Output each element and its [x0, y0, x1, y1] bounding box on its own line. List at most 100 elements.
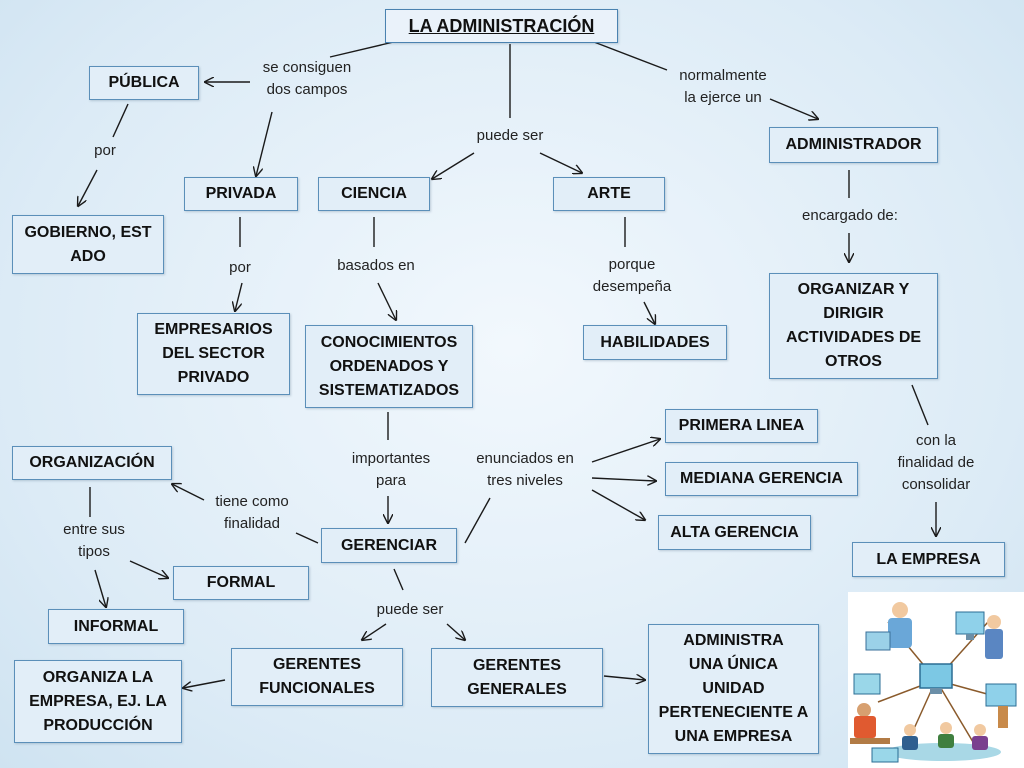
box-conocimientos: CONOCIMIENTOS ORDENADOS Y SISTEMATIZADOS — [305, 325, 473, 408]
box-organizar: ORGANIZAR Y DIRIGIR ACTIVIDADES DE OTROS — [769, 273, 938, 379]
office-clipart-icon — [850, 602, 1017, 763]
box-organiza-line: PRODUCCIÓN — [43, 716, 153, 734]
label-basados-en: basados en — [326, 255, 426, 277]
box-organizacion-text: ORGANIZACIÓN — [29, 454, 155, 471]
box-ciencia-text: CIENCIA — [341, 185, 407, 202]
label-line: se consiguen — [262, 59, 352, 76]
box-conocimientos-line: ORDENADOS Y — [329, 357, 449, 375]
box-gerentes-generales: GERENTES GENERALES — [431, 648, 603, 707]
box-administra-unidad: ADMINISTRA UNA ÚNICA UNIDAD PERTENECIENT… — [648, 624, 819, 754]
box-arte-text: ARTE — [587, 185, 631, 202]
label-line: basados en — [337, 257, 415, 274]
box-organiza-line: ORGANIZA LA — [42, 668, 154, 686]
label-tiene-como: tiene como finalidad — [200, 491, 304, 535]
label-por-left: por — [85, 140, 125, 162]
connector-line — [235, 282, 243, 311]
label-entre-sus: entre sus tipos — [42, 519, 146, 563]
connector-line — [393, 568, 404, 591]
label-line: finalidad de — [897, 454, 975, 471]
label-porque: porque desempeña — [577, 254, 687, 298]
connector-line — [591, 478, 656, 481]
box-empresarios-line: DEL SECTOR — [162, 345, 265, 362]
label-line: con la — [915, 432, 957, 449]
box-organizar-line: OTROS — [825, 353, 882, 370]
label-con-la-finalidad: con la finalidad de consolidar — [880, 430, 992, 496]
connector-line — [172, 484, 205, 501]
box-mediana-gerencia-text: MEDIANA GERENCIA — [680, 470, 843, 487]
box-administra-line: UNIDAD — [702, 680, 765, 697]
box-organizar-line: ACTIVIDADES DE — [785, 329, 922, 346]
label-line: desempeña — [592, 278, 672, 295]
box-la-empresa: LA EMPRESA — [852, 542, 1005, 577]
connector-line — [256, 111, 273, 176]
connector-line — [183, 679, 226, 688]
box-alta-gerencia: ALTA GERENCIA — [658, 515, 811, 550]
label-line: por — [229, 259, 251, 276]
box-informal: INFORMAL — [48, 609, 184, 644]
connector-line — [362, 623, 387, 640]
label-line: finalidad — [224, 515, 280, 532]
connector-line — [603, 676, 645, 680]
title-text: LA ADMINISTRACIÓN — [408, 16, 595, 36]
box-organizar-line: DIRIGIR — [823, 305, 884, 322]
box-gerentes-funcionales-line: FUNCIONALES — [259, 680, 375, 697]
label-line: importantes — [351, 450, 431, 467]
box-empresarios: EMPRESARIOS DEL SECTOR PRIVADO — [137, 313, 290, 395]
connector-line — [911, 384, 929, 426]
label-line: para — [375, 472, 407, 489]
box-gerenciar: GERENCIAR — [321, 528, 457, 563]
label-line: puede ser — [376, 601, 444, 618]
connector-line — [377, 282, 396, 320]
box-alta-gerencia-text: ALTA GERENCIA — [670, 523, 799, 541]
box-gobierno-line: ADO — [70, 247, 106, 265]
connector-line — [432, 152, 475, 179]
connector-line — [464, 497, 491, 544]
label-puede-ser-top: puede ser — [460, 125, 560, 147]
box-conocimientos-line: CONOCIMIENTOS — [320, 333, 458, 351]
connector-line — [446, 623, 465, 640]
box-administra-line: UNA ÚNICA — [688, 656, 779, 673]
box-organiza-la-empresa: ORGANIZA LA EMPRESA, EJ. LA PRODUCCIÓN — [14, 660, 182, 743]
box-administra-line: PERTENECIENTE A — [658, 704, 809, 721]
office-illustration — [848, 592, 1024, 768]
box-habilidades: HABILIDADES — [583, 325, 727, 360]
label-line: encargado de: — [802, 207, 898, 224]
connector-line — [78, 169, 98, 206]
box-primera-linea: PRIMERA LINEA — [665, 409, 818, 443]
box-organizacion: ORGANIZACIÓN — [12, 446, 172, 480]
box-empresarios-line: EMPRESARIOS — [154, 321, 273, 338]
box-habilidades-text: HABILIDADES — [600, 333, 710, 351]
label-line: porque — [608, 256, 656, 273]
label-puede-ser-bottom: puede ser — [362, 599, 458, 621]
box-formal-text: FORMAL — [206, 574, 276, 591]
connector-line — [591, 489, 645, 520]
box-gerentes-funcionales-line: GERENTES — [272, 656, 361, 673]
box-administra-line: UNA EMPRESA — [674, 728, 793, 745]
label-line: tiene como — [215, 493, 289, 510]
box-gerentes-generales-line: GENERALES — [467, 680, 567, 698]
label-line: la ejerce un — [684, 89, 762, 106]
box-primera-linea-text: PRIMERA LINEA — [678, 417, 805, 434]
label-por-mid: por — [220, 257, 260, 279]
label-importantes: importantes para — [336, 448, 446, 492]
box-informal-text: INFORMAL — [73, 617, 159, 635]
box-publica-text: PÚBLICA — [108, 74, 180, 91]
box-ciencia: CIENCIA — [318, 177, 430, 211]
box-administrador: ADMINISTRADOR — [769, 127, 938, 163]
box-empresarios-line: PRIVADO — [177, 369, 250, 386]
box-organiza-line: EMPRESA, EJ. LA — [29, 692, 167, 710]
label-line: enunciados en — [476, 450, 574, 467]
label-se-consiguen: se consiguen dos campos — [248, 57, 366, 101]
connector-line — [112, 103, 129, 138]
label-line: consolidar — [901, 476, 971, 493]
connector-line — [643, 301, 655, 324]
box-la-empresa-text: LA EMPRESA — [876, 550, 981, 568]
box-conocimientos-line: SISTEMATIZADOS — [318, 381, 460, 399]
box-gerenciar-text: GERENCIAR — [340, 536, 437, 554]
box-privada-text: PRIVADA — [205, 185, 277, 202]
label-line: puede ser — [476, 127, 544, 144]
connector-line — [295, 532, 319, 544]
box-gerentes-funcionales: GERENTES FUNCIONALES — [231, 648, 403, 706]
label-line: dos campos — [266, 81, 348, 98]
